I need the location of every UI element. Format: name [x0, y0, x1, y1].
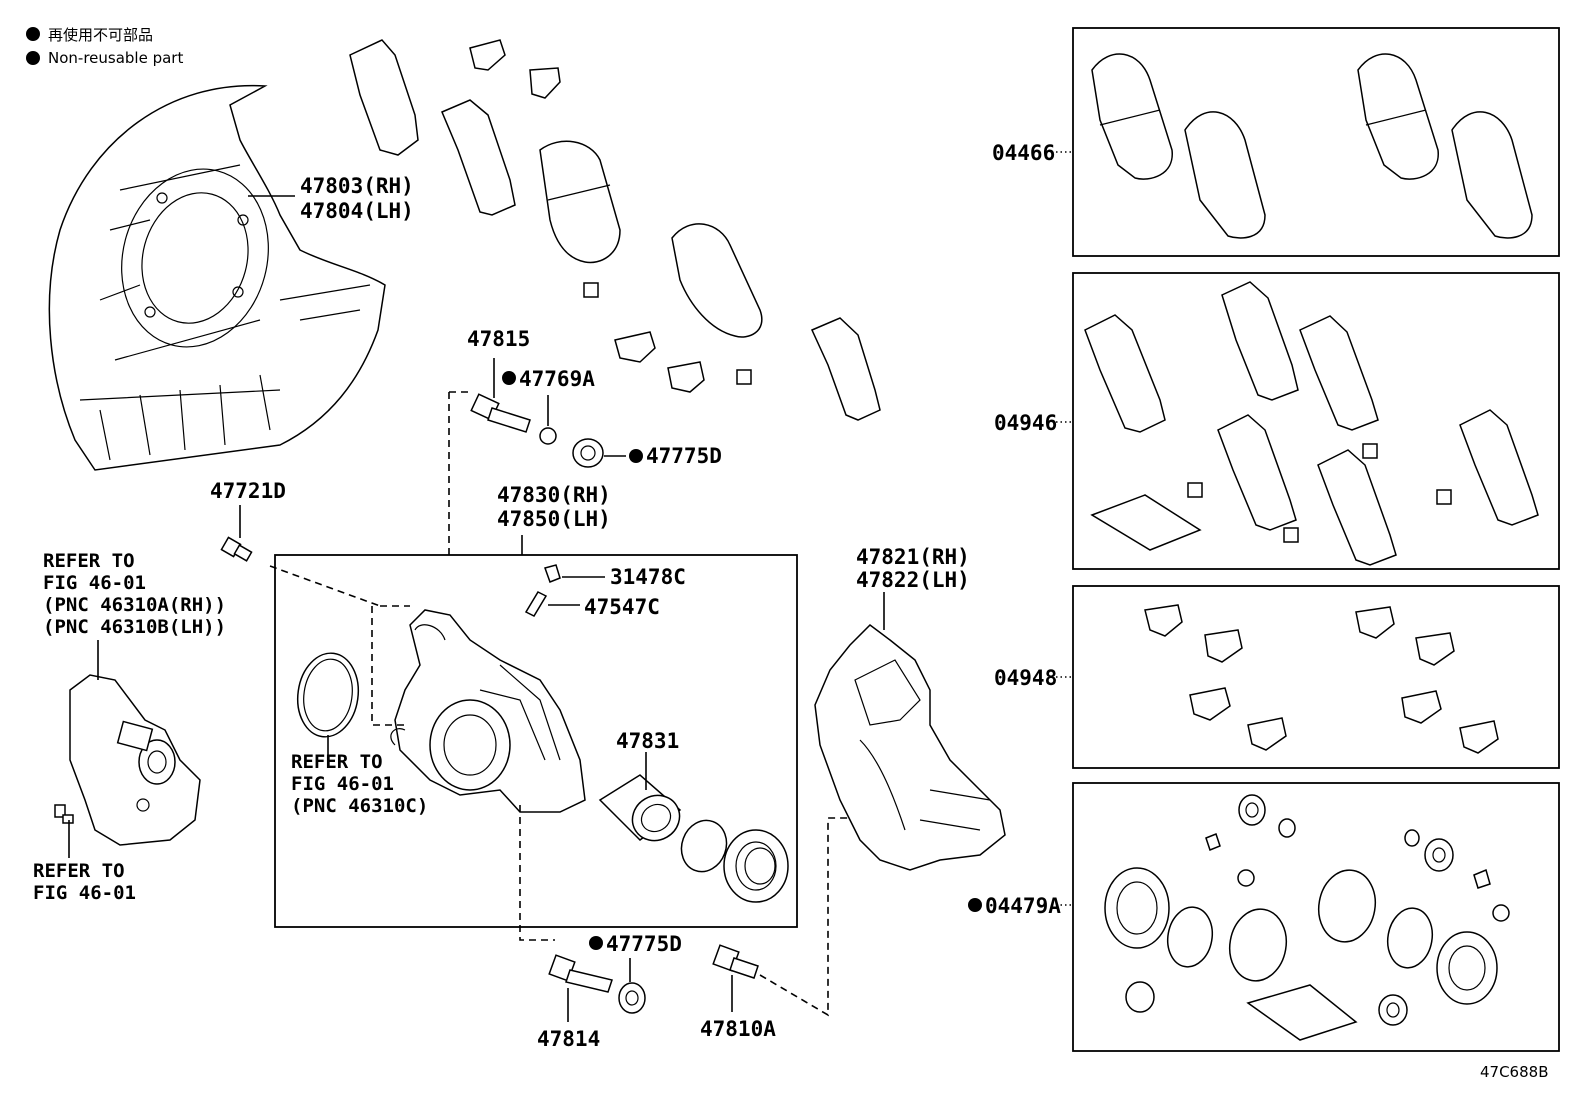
- piston-drawing: [598, 774, 789, 903]
- label-kit-04479a: 04479A: [985, 894, 1061, 918]
- bleeder-plug-47547c-drawing: [524, 591, 548, 617]
- refer-ring-line1: REFER TO: [291, 751, 383, 773]
- label-47810a: 47810A: [700, 1017, 776, 1041]
- dust-shield-drawing: [48, 84, 386, 471]
- non-reusable-dot-icon: [589, 936, 603, 950]
- guide-pin-drawing: [470, 393, 604, 468]
- slide-pin-bottom-drawing: [548, 954, 646, 1014]
- kit-04948-clips: [1144, 604, 1499, 754]
- non-reusable-dot-icon: [26, 51, 40, 65]
- shim-drawings: [349, 39, 881, 421]
- refer-ring-line2: FIG 46-01: [291, 773, 394, 795]
- refer-bolt-line2: FIG 46-01: [33, 882, 136, 904]
- bleeder-plug-drawing: [220, 536, 253, 562]
- kit-box-04479a: [1072, 782, 1560, 1052]
- caliper-assembly-box: [274, 554, 798, 928]
- label-47822-lh: 47822(LH): [856, 568, 970, 592]
- legend-line-en: Non-reusable part: [48, 49, 183, 67]
- non-reusable-dot-icon: [968, 898, 982, 912]
- refer-left-line1: REFER TO: [43, 550, 135, 572]
- label-47769a: 47769A: [519, 367, 595, 391]
- refer-left-line4: (PNC 46310B(LH)): [43, 616, 226, 638]
- label-47831: 47831: [616, 729, 679, 753]
- legend: 再使用不可部品 Non-reusable part: [26, 26, 183, 67]
- label-47815: 47815: [467, 327, 530, 351]
- reference-caliper-drawing: [54, 674, 201, 846]
- refer-ring-line3: (PNC 46310C): [291, 795, 428, 817]
- label-47547c: 47547C: [584, 595, 660, 619]
- label-47830-rh: 47830(RH): [497, 483, 611, 507]
- non-reusable-dot-icon: [26, 27, 40, 41]
- non-reusable-dot-icon: [629, 449, 643, 463]
- kit-04946-shims: [1084, 281, 1539, 566]
- kit-04466-pads: [1091, 53, 1533, 239]
- seal-ring-drawing: [296, 652, 360, 738]
- label-47721d: 47721D: [210, 479, 286, 503]
- label-47814: 47814: [537, 1027, 600, 1051]
- label-47804-lh: 47804(LH): [300, 199, 414, 223]
- kit-box-04948: [1072, 585, 1560, 769]
- refer-bolt-line1: REFER TO: [33, 860, 125, 882]
- label-47821-rh: 47821(RH): [856, 545, 970, 569]
- non-reusable-dot-icon: [502, 371, 516, 385]
- mount-bolt-drawing: [712, 944, 759, 979]
- label-47803-rh: 47803(RH): [300, 174, 414, 198]
- label-kit-04948: 04948: [994, 666, 1057, 690]
- mounting-bracket-drawing: [814, 624, 1006, 871]
- caliper-body-drawing: [390, 609, 586, 813]
- label-47850-lh: 47850(LH): [497, 507, 611, 531]
- label-47775d-top: 47775D: [646, 444, 722, 468]
- label-31478c: 31478C: [610, 565, 686, 589]
- label-47775d-bottom: 47775D: [606, 932, 682, 956]
- label-kit-04466: 04466: [992, 141, 1055, 165]
- refer-left-line2: FIG 46-01: [43, 572, 146, 594]
- kit-box-04466: [1072, 27, 1560, 257]
- refer-left-line3: (PNC 46310A(RH)): [43, 594, 226, 616]
- diagram-code: 47C688B: [1480, 1063, 1548, 1081]
- bleeder-cap-drawing: [544, 564, 561, 583]
- kit-box-04946: [1072, 272, 1560, 570]
- legend-line-jp: 再使用不可部品: [48, 26, 153, 44]
- kit-04479a-seals: [1104, 794, 1510, 1041]
- label-kit-04946: 04946: [994, 411, 1057, 435]
